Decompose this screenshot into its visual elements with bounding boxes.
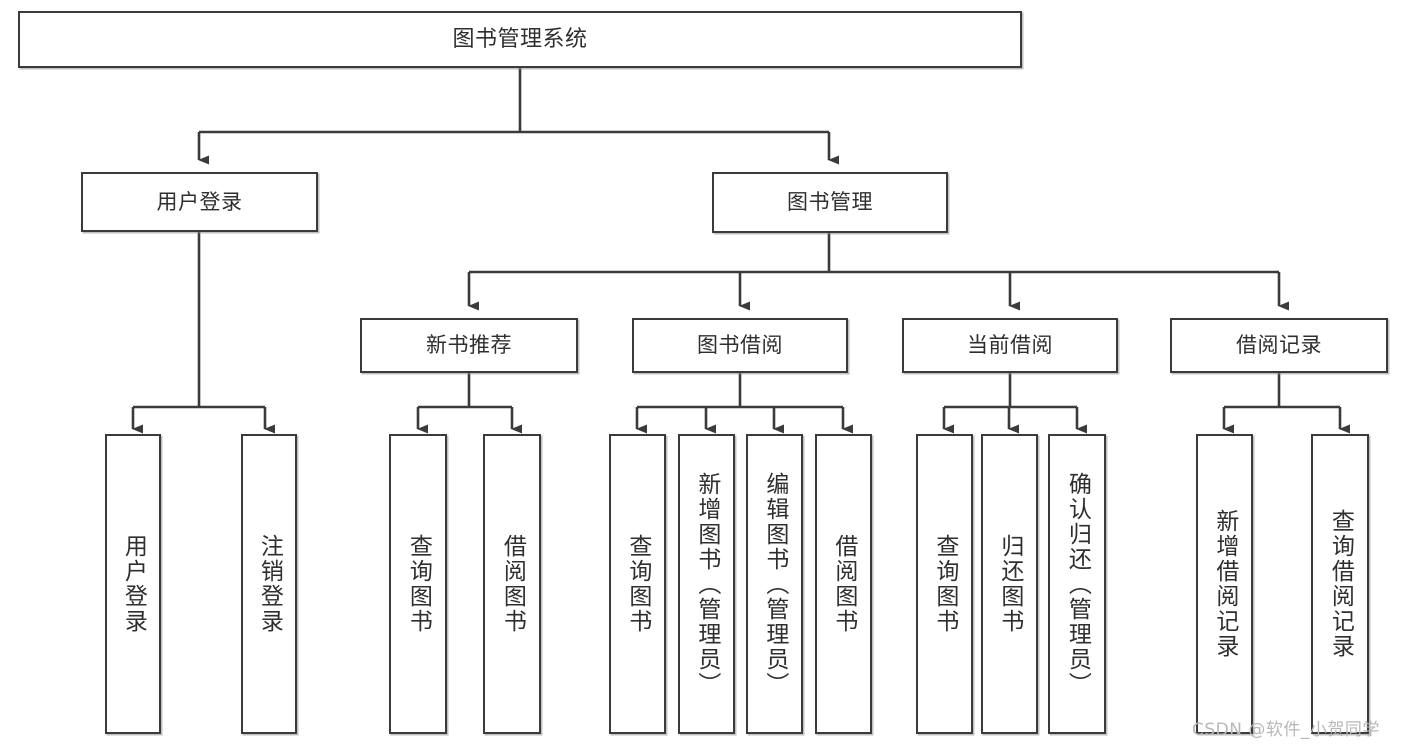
node-label-book-management: 图书管理 <box>787 190 873 215</box>
node-label-leaf-bookborrow-query-book: 查询图书 <box>624 534 651 634</box>
node-label-leaf-currentborrow-query-book: 查询图书 <box>931 534 958 634</box>
node-leaf-user-login-login[interactable]: 用户登录 <box>105 434 161 734</box>
node-leaf-bookborrow-edit-book[interactable]: 编辑图书（管理员） <box>746 434 803 734</box>
node-label-leaf-currentborrow-return-book: 归还图书 <box>996 534 1023 634</box>
node-label-borrow-records: 借阅记录 <box>1236 333 1322 358</box>
node-current-borrow[interactable]: 当前借阅 <box>902 318 1118 373</box>
csdn-watermark: CSDN @软件_小贺同学 <box>1192 720 1380 740</box>
node-label-leaf-newbook-query-book: 查询图书 <box>405 534 432 634</box>
node-label-leaf-currentborrow-confirm-return: 确认归还（管理员） <box>1064 471 1091 697</box>
node-book-management[interactable]: 图书管理 <box>712 172 948 233</box>
node-label-root: 图书管理系统 <box>452 26 588 52</box>
node-user-login[interactable]: 用户登录 <box>81 172 318 232</box>
node-label-leaf-user-login-logout: 注销登录 <box>256 534 283 634</box>
node-new-book-recommend[interactable]: 新书推荐 <box>360 318 578 373</box>
node-leaf-newbook-borrow-book[interactable]: 借阅图书 <box>483 434 541 734</box>
node-label-current-borrow: 当前借阅 <box>967 333 1053 358</box>
node-label-leaf-borrowrecords-add-record: 新增借阅记录 <box>1211 509 1238 659</box>
node-leaf-currentborrow-confirm-return[interactable]: 确认归还（管理员） <box>1048 434 1106 734</box>
node-leaf-bookborrow-add-book[interactable]: 新增图书（管理员） <box>678 434 735 734</box>
node-leaf-bookborrow-query-book[interactable]: 查询图书 <box>609 434 666 734</box>
node-label-leaf-borrowrecords-query-record: 查询借阅记录 <box>1327 509 1354 659</box>
node-leaf-borrowrecords-query-record[interactable]: 查询借阅记录 <box>1311 434 1369 734</box>
node-book-management-system[interactable]: 图书管理系统 <box>18 11 1022 68</box>
node-leaf-user-login-logout[interactable]: 注销登录 <box>241 434 297 734</box>
node-borrow-records[interactable]: 借阅记录 <box>1170 318 1388 373</box>
node-book-borrow[interactable]: 图书借阅 <box>632 318 848 373</box>
node-leaf-bookborrow-borrow-book[interactable]: 借阅图书 <box>815 434 872 734</box>
node-label-leaf-bookborrow-edit-book: 编辑图书（管理员） <box>761 471 788 697</box>
node-leaf-currentborrow-query-book[interactable]: 查询图书 <box>916 434 973 734</box>
node-label-book-borrow: 图书借阅 <box>697 333 783 358</box>
node-label-new-book-recommend: 新书推荐 <box>426 333 512 358</box>
node-label-leaf-bookborrow-add-book: 新增图书（管理员） <box>693 471 720 697</box>
node-label-leaf-bookborrow-borrow-book: 借阅图书 <box>830 534 857 634</box>
node-label-leaf-user-login-login: 用户登录 <box>120 534 147 634</box>
node-leaf-currentborrow-return-book[interactable]: 归还图书 <box>981 434 1038 734</box>
node-label-leaf-newbook-borrow-book: 借阅图书 <box>499 534 526 634</box>
node-leaf-borrowrecords-add-record[interactable]: 新增借阅记录 <box>1196 434 1253 734</box>
node-label-user-login: 用户登录 <box>156 189 243 214</box>
node-leaf-newbook-query-book[interactable]: 查询图书 <box>389 434 447 734</box>
